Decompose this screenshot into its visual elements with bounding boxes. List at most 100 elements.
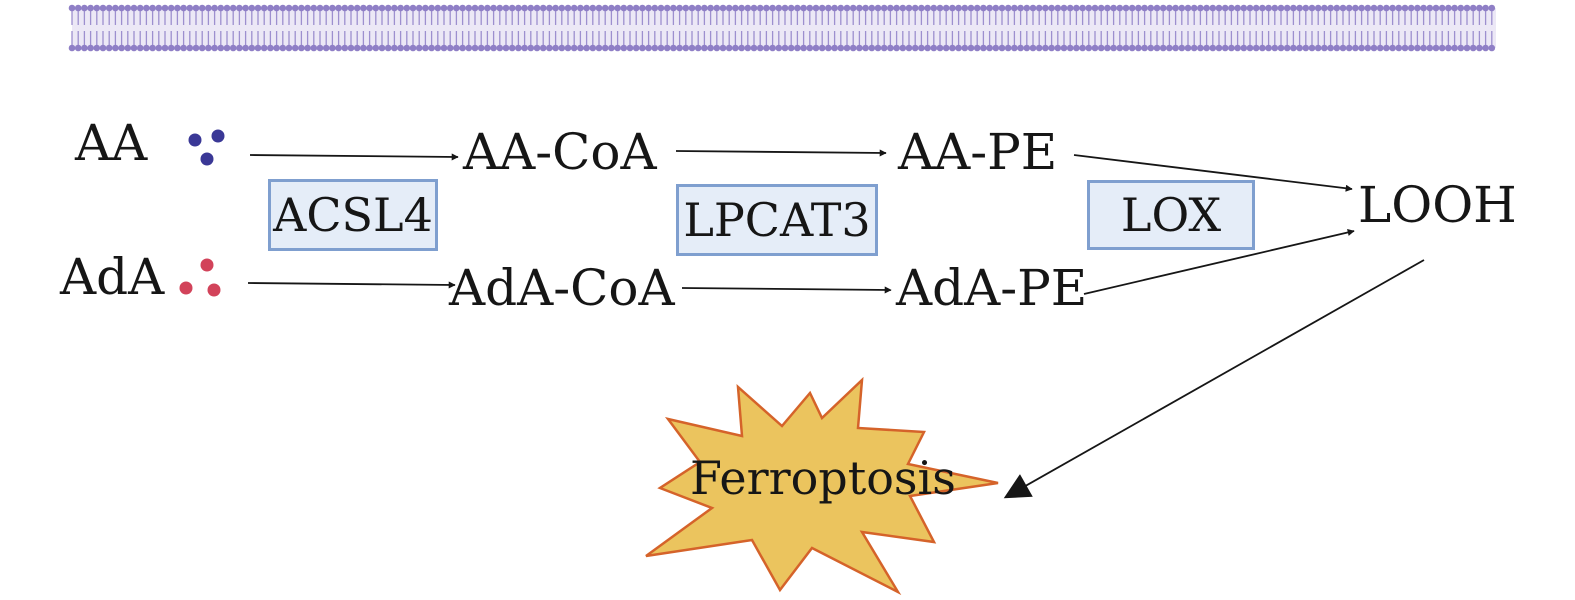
lipid-head xyxy=(459,4,466,12)
lipid-head xyxy=(1147,44,1155,52)
lipid-head xyxy=(1153,44,1161,52)
lipid-head xyxy=(260,4,268,12)
lipid-head xyxy=(1172,4,1179,12)
lipid-head xyxy=(440,44,448,52)
lipid-head xyxy=(1048,4,1055,12)
lipid-head xyxy=(1209,4,1217,12)
lipid-head xyxy=(732,4,739,12)
lipid-head xyxy=(490,4,497,12)
lipid-head xyxy=(1259,4,1266,12)
lipid-head xyxy=(87,44,94,52)
lipid-head xyxy=(143,44,150,52)
lipid-head xyxy=(1389,4,1396,12)
lipid-head xyxy=(1110,4,1117,12)
lipid-head xyxy=(68,44,76,52)
lipid-head xyxy=(502,44,510,52)
lipid-head xyxy=(645,4,652,12)
lipid-head xyxy=(1457,4,1465,12)
lipid-head xyxy=(236,44,243,52)
lipid-head xyxy=(322,4,330,12)
lipid-head xyxy=(1042,4,1049,12)
lipid-head xyxy=(949,44,956,52)
lipid-head xyxy=(1141,4,1148,12)
lipid-head xyxy=(1358,44,1365,52)
lipid-head xyxy=(694,44,702,52)
lipid-head xyxy=(155,44,163,52)
lipid-head xyxy=(1097,4,1105,12)
lipid-head xyxy=(539,4,547,12)
lipid-head xyxy=(1451,44,1458,52)
lipid-head xyxy=(1135,44,1142,52)
lipid-head xyxy=(112,44,119,52)
lipid-head xyxy=(1116,44,1124,52)
lipid-head xyxy=(632,4,640,12)
lipid-head xyxy=(849,4,857,12)
lipid-head xyxy=(1085,44,1093,52)
lipid-head xyxy=(1128,4,1136,12)
lipid-head xyxy=(155,4,163,12)
lipid-head xyxy=(862,4,869,12)
lipid-head xyxy=(1184,4,1192,12)
lipid-head xyxy=(1296,44,1303,52)
lipid-head xyxy=(273,44,280,52)
lipid-head xyxy=(657,4,665,12)
lipid-head xyxy=(477,44,485,52)
lipid-head xyxy=(973,4,981,12)
arrow-ada-coa-to-ada-pe xyxy=(681,286,892,294)
lipid-head xyxy=(254,4,262,12)
lipid-head xyxy=(1376,44,1384,52)
lipid-head xyxy=(1426,44,1434,52)
lipid-head xyxy=(1159,44,1167,52)
lipid-head xyxy=(1197,4,1204,12)
lipid-head xyxy=(1060,4,1068,12)
lipid-head xyxy=(93,4,101,12)
lipid-head xyxy=(620,4,628,12)
lipid-head xyxy=(682,44,690,52)
lipid-head xyxy=(1017,44,1024,52)
enzyme-lox-box: LOX xyxy=(1087,180,1255,250)
lipid-head xyxy=(174,4,181,12)
lipid-head xyxy=(422,4,429,12)
lipid-head xyxy=(806,4,814,12)
lipid-head xyxy=(639,44,646,52)
lipid-head xyxy=(670,4,677,12)
aa-molecule-icon xyxy=(188,129,225,166)
arrow-ada-to-ada-coa xyxy=(247,281,456,289)
lipid-head xyxy=(614,44,621,52)
lipid-head xyxy=(1153,4,1161,12)
lipid-head xyxy=(415,44,423,52)
lipid-head xyxy=(986,44,993,52)
lipid-head xyxy=(930,44,938,52)
lipid-head xyxy=(1122,44,1130,52)
lipid-head xyxy=(949,4,956,12)
lipid-head xyxy=(180,4,187,12)
lipid-head xyxy=(806,44,814,52)
lipid-head xyxy=(1054,4,1062,12)
lipid-head xyxy=(105,4,113,12)
lipid-head xyxy=(428,4,435,12)
lipid-head xyxy=(1314,4,1322,12)
lipid-head xyxy=(508,4,516,12)
lipid-head xyxy=(310,44,318,52)
lipid-head xyxy=(124,44,132,52)
lipid-head xyxy=(862,44,869,52)
lipid-head xyxy=(223,44,231,52)
arrow-aa-coa-to-aa-pe xyxy=(675,149,887,157)
lipid-head xyxy=(335,4,342,12)
lipid-head xyxy=(484,44,491,52)
lipid-head xyxy=(316,4,324,12)
lipid-head xyxy=(899,4,907,12)
lipid-head xyxy=(688,4,696,12)
lipid-head xyxy=(1352,44,1359,52)
lipid-head xyxy=(756,44,764,52)
lipid-head xyxy=(595,4,603,12)
lipid-head xyxy=(955,44,962,52)
lipid-head xyxy=(527,4,535,12)
lipid-head xyxy=(552,4,559,12)
lipid-head xyxy=(1296,4,1303,12)
lipid-head xyxy=(329,4,336,12)
lipid-head xyxy=(1389,44,1396,52)
lipid-head xyxy=(781,44,789,52)
lipid-head xyxy=(1240,44,1248,52)
lipid-head xyxy=(781,4,789,12)
